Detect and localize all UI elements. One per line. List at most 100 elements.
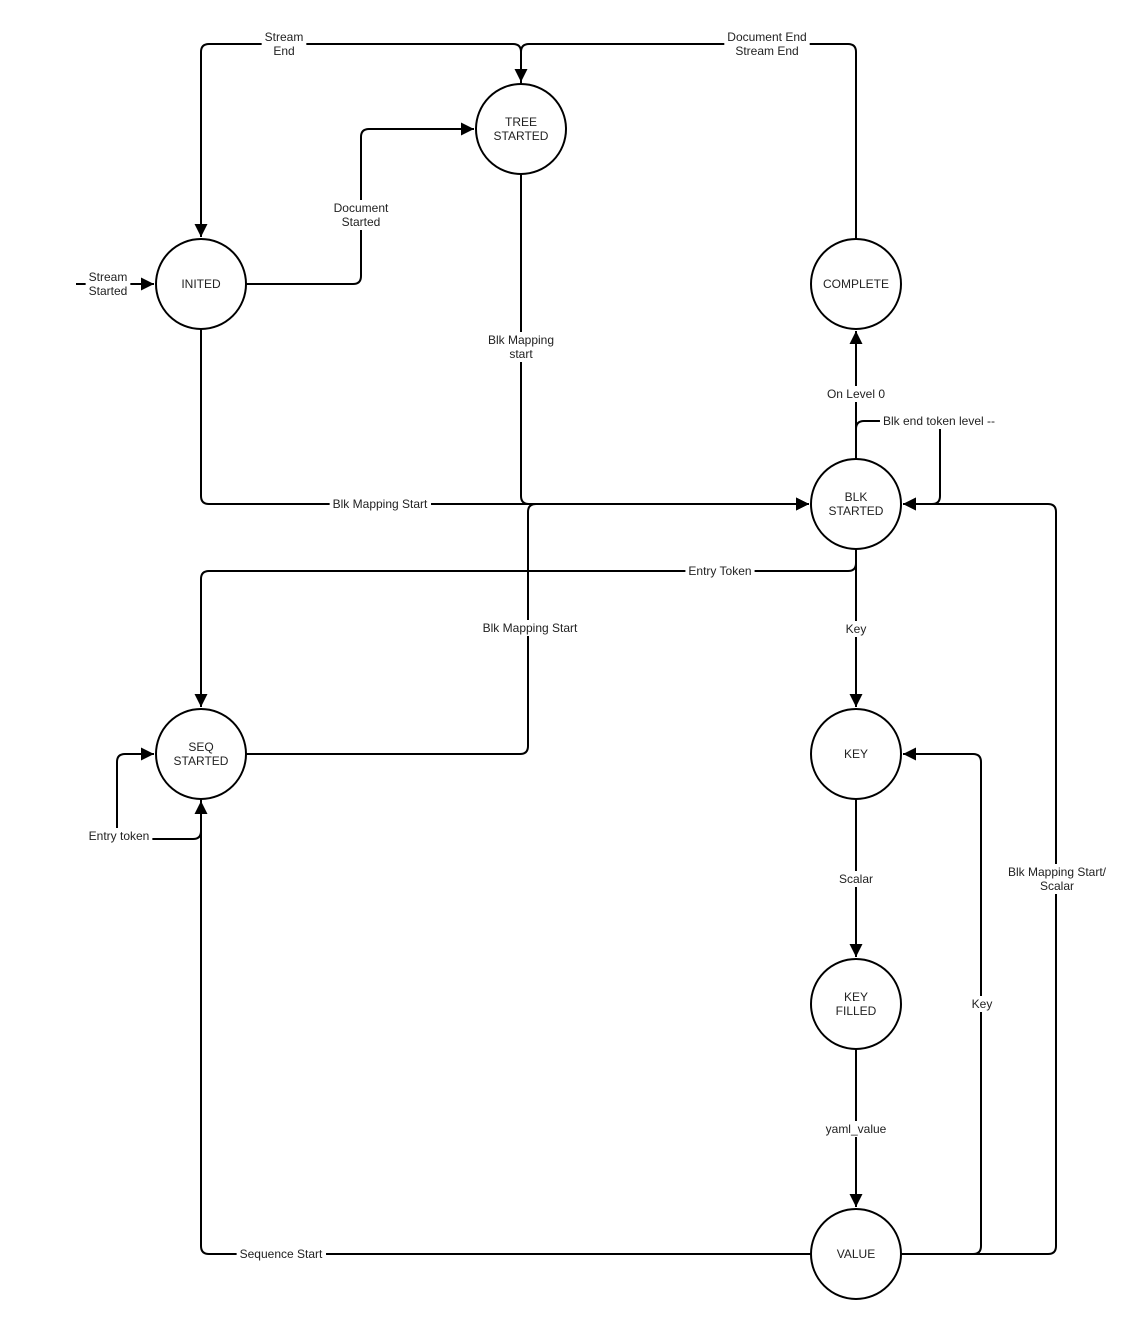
state-label: VALUE (837, 1247, 875, 1261)
arrowhead-icon (514, 69, 528, 82)
edge-label-text: Document (334, 201, 389, 215)
edge-label-sequence-start: Sequence Start (236, 1246, 327, 1262)
edge-label-background (261, 29, 307, 59)
state-label: STARTED (829, 504, 884, 518)
arrowhead-icon (461, 122, 474, 136)
arrowhead-icon (141, 747, 154, 761)
edge-label-background (822, 1121, 890, 1137)
edge-label-background (968, 996, 996, 1012)
edge-label-background (484, 332, 558, 362)
edge-label-on-level-0: On Level 0 (823, 386, 889, 402)
edge-labels-layer: StreamStartedStreamEndDocumentStartedDoc… (85, 29, 1110, 1262)
edge-label-background (330, 200, 393, 230)
edge-label-text: Entry Token (688, 564, 751, 578)
state-circle (810, 1208, 902, 1300)
arrowhead-icon (796, 497, 809, 511)
edge-label-text: Blk Mapping Start/ (1008, 865, 1107, 879)
edge-label-background (85, 828, 153, 844)
state-label: INITED (181, 277, 221, 291)
edge-label-key-from-blk: Key (842, 621, 870, 637)
edge-label-text: Stream End (735, 44, 798, 58)
edge-label-text: Scalar (839, 872, 873, 886)
arrowhead-icon (849, 1194, 863, 1207)
transition-line (200, 329, 809, 505)
edge-label-text: Blk end token level -- (883, 414, 995, 428)
edge-label-text: Started (89, 284, 128, 298)
edge-label-scalar: Scalar (835, 871, 877, 887)
edge-label-text: Blk Mapping (488, 333, 554, 347)
edge-label-background (685, 563, 755, 579)
edge-label-text: Scalar (1040, 879, 1074, 893)
edge-label-text: Blk Mapping Start (483, 621, 578, 635)
arrowhead-icon (849, 694, 863, 707)
state-label: FILLED (836, 1004, 877, 1018)
state-node-key: KEY (810, 708, 902, 800)
edge-label-background (479, 620, 582, 636)
edge-label-entry-token-self: Entry token (85, 828, 153, 844)
state-label: COMPLETE (823, 277, 889, 291)
edge-label-key-from-value: Key (968, 996, 996, 1012)
edge-label-blk-end-token: Blk end token level -- (879, 413, 999, 429)
edge-label-text: start (509, 347, 533, 361)
arrowhead-icon (141, 277, 154, 291)
edges-layer (76, 43, 1057, 1255)
arrowhead-icon (903, 747, 916, 761)
edge-label-text: Sequence Start (240, 1247, 323, 1261)
edge-label-background (329, 496, 432, 512)
state-label: SEQ (188, 740, 213, 754)
state-label: STARTED (174, 754, 229, 768)
edge-label-background (842, 621, 870, 637)
transition-document-end (514, 43, 857, 239)
edge-label-blk-mapping-start-value: Blk Mapping Start/Scalar (1004, 864, 1110, 894)
edge-label-text: Stream (89, 270, 128, 284)
state-circle (810, 958, 902, 1050)
arrowhead-icon (194, 801, 208, 814)
state-circle (475, 83, 567, 175)
arrowhead-icon (194, 224, 208, 237)
state-circle (810, 708, 902, 800)
state-node-complete: COMPLETE (810, 238, 902, 330)
state-node-inited: INITED (155, 238, 247, 330)
state-circle (810, 458, 902, 550)
edge-label-background (823, 386, 889, 402)
transition-line (520, 43, 857, 239)
edge-label-yaml-value: yaml_value (822, 1121, 890, 1137)
edge-label-blk-mapping-start-seq: Blk Mapping Start (479, 620, 582, 636)
edge-label-blk-mapping-start-inited: Blk Mapping Start (329, 496, 432, 512)
arrowhead-icon (849, 331, 863, 344)
edge-label-background (236, 1246, 327, 1262)
edge-label-background (835, 871, 877, 887)
arrowhead-icon (194, 694, 208, 707)
state-circle (155, 708, 247, 800)
state-circle (810, 238, 902, 330)
edge-label-text: Document End (727, 30, 806, 44)
edge-label-background (879, 413, 999, 429)
state-label: KEY (844, 990, 868, 1004)
nodes-layer: INITEDTREESTARTEDCOMPLETEBLKSTARTEDSEQST… (155, 83, 902, 1300)
edge-label-text: Started (342, 215, 381, 229)
edge-label-background (724, 29, 810, 59)
transition-blk-mapping-start-tree (520, 174, 809, 511)
state-circle (155, 238, 247, 330)
state-label: STARTED (494, 129, 549, 143)
transition-line (200, 801, 811, 1255)
edge-label-background (1004, 864, 1110, 894)
edge-label-text: Key (846, 622, 867, 636)
edge-label-entry-token-blk: Entry Token (685, 563, 755, 579)
edge-label-text: Stream (265, 30, 304, 44)
edge-label-text: Key (972, 997, 993, 1011)
state-label: TREE (505, 115, 537, 129)
edge-label-text: Blk Mapping Start (333, 497, 428, 511)
arrowhead-icon (849, 944, 863, 957)
transition-line (520, 174, 809, 505)
